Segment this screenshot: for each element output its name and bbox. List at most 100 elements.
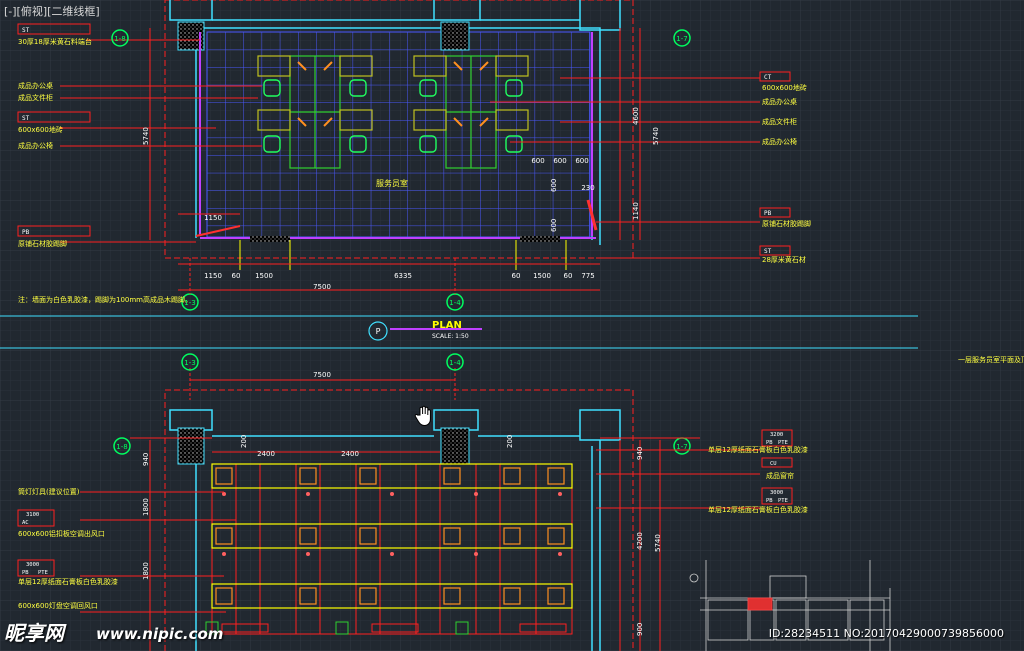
plan-title: PLAN — [432, 320, 462, 331]
ceiling-section-left: 1-8 — [116, 443, 127, 451]
dim-bottom-5: 1500 — [533, 272, 551, 280]
label-left-5: 原铺石材胶踢脚 — [18, 239, 67, 248]
label-right-0: 600x600地砖 — [762, 83, 807, 92]
dims-small-4: 600 — [550, 219, 558, 232]
floor-plan-text: 30厚18厚米黄石料端台 成品办公桌 成品文件柜 600x600地砖 成品办公椅… — [18, 37, 811, 304]
ceiling-tag-right-0: 3200 — [770, 432, 783, 438]
ceiling-dim-small-1: 200 — [506, 435, 514, 448]
floor-plan[interactable] — [17, 0, 791, 311]
ceiling-plan[interactable] — [17, 353, 793, 651]
ceiling-label-left-1: 600x600铝扣板空调出风口 — [18, 529, 105, 538]
desk-cluster-right — [413, 55, 529, 169]
viewport-controls-label[interactable]: [-][俯视][二维线框] — [4, 5, 100, 18]
dim-vertical-left: 5740 — [142, 127, 150, 145]
label-left-4: 成品办公椅 — [18, 141, 53, 150]
ceiling-tag-right-5: PB — [766, 498, 773, 504]
walls — [169, 0, 621, 245]
right-caption: 一层服务员室平面及顶面图 — [958, 355, 1024, 364]
ceiling-axis-0: 1-3 — [184, 359, 195, 367]
ceiling-dim-right-1: 4200 — [636, 532, 644, 550]
tag-left-2: PB — [22, 229, 30, 236]
floor-tiles — [206, 31, 591, 238]
ceiling-tag-left-2: 3000 — [26, 562, 39, 568]
ceiling-label-left-2: 单层12厚纸面石膏板白色乳胶漆 — [18, 577, 118, 586]
ceiling-tag-right-3: CU — [770, 461, 777, 467]
column — [177, 427, 205, 465]
dims-small-0: 600 — [531, 157, 544, 165]
dim-left-a: 1150 — [204, 214, 222, 222]
dims-small-1: 600 — [553, 157, 566, 165]
dim-bottom-3: 6335 — [394, 272, 412, 280]
plan-marker: P — [376, 327, 381, 336]
note-text: 注：墙面为白色乳胶漆，踢脚为100mm高成品木踢脚。 — [18, 295, 192, 304]
label-right-4: 原铺石材胶踢脚 — [762, 219, 811, 228]
dim-bottom-4: 60 — [512, 272, 521, 280]
label-right-2: 成品文件柜 — [762, 117, 797, 126]
ceiling-dim-top: 7500 — [313, 371, 331, 379]
axis-bottom-0: 1-3 — [184, 299, 195, 307]
watermark-id: ID:28234511 NO:20170429000739856000 — [768, 627, 1004, 640]
ceiling-dim-right-3: 900 — [636, 623, 644, 636]
label-right-5: 28厚米黄石材 — [762, 255, 806, 264]
dim-vertical-right-0: 4600 — [632, 107, 640, 125]
dimension-lines — [149, 28, 641, 291]
label-left-3: 600x600地砖 — [18, 125, 63, 134]
ceiling-dim-left-2: 1800 — [142, 562, 150, 580]
watermark-logo: 昵享网 — [4, 621, 64, 645]
ceiling-dim-grid-1: 2400 — [341, 450, 359, 458]
ceiling-tag-left-0: 3100 — [26, 512, 39, 518]
overview-map — [689, 560, 891, 651]
dim-vertical-right-2: 1140 — [632, 202, 640, 220]
ceiling-tag-left-1: AC — [22, 520, 29, 526]
column — [440, 427, 470, 465]
tag-right-2: ST — [764, 248, 772, 255]
doors — [195, 199, 598, 270]
ceiling-dim-left-1: 1800 — [142, 498, 150, 516]
ceiling-label-right-1: 成品窗帘 — [766, 471, 794, 480]
dim-vertical-right-1: 5740 — [652, 127, 660, 145]
ceiling-label-right-2: 单层12厚纸面石膏板白色乳胶漆 — [708, 505, 808, 514]
label-left-1: 成品办公桌 — [18, 81, 53, 90]
axis-bottom-1: 1-4 — [449, 299, 461, 307]
section-left-label: 1-8 — [114, 35, 125, 43]
ceiling-dim-right-2: 5740 — [654, 534, 662, 552]
ceiling-tag-left-4: PTE — [38, 570, 48, 576]
label-right-1: 成品办公桌 — [762, 97, 797, 106]
ceiling-dim-grid-0: 2400 — [257, 450, 275, 458]
label-left-0: 30厚18厚米黄石料端台 — [18, 37, 92, 46]
ceiling-tag-right-1: PB — [766, 440, 773, 446]
pan-hand-icon — [414, 405, 431, 427]
dims-small-3: 600 — [550, 179, 558, 192]
ceiling-plan-text: 1-3 1-4 1-8 1-7 7500 2400 2400 200 200 9… — [18, 359, 808, 636]
ceiling-label-left-0: 筒灯灯具(建议位置) — [18, 487, 80, 496]
section-right-label: 1-7 — [676, 35, 687, 43]
ceiling-tag-right-2: PTE — [778, 440, 788, 446]
room-label: 服务员室 — [376, 178, 408, 188]
dim-bottom-7: 775 — [581, 272, 594, 280]
watermark-url: www.nipic.com — [96, 625, 224, 643]
ceiling-label-left-3: 600x600灯盘空调回风口 — [18, 601, 98, 610]
desk-cluster-left — [257, 55, 373, 169]
tag-right-0: CT — [764, 74, 772, 81]
dim-bottom-6: 60 — [564, 272, 573, 280]
ceiling-dim-right-0: 940 — [636, 447, 644, 460]
ceiling-tag-right-6: PTE — [778, 498, 788, 504]
ceiling-section-right: 1-7 — [676, 443, 687, 451]
ceiling-label-right-0: 单层12厚纸面石膏板白色乳胶漆 — [708, 445, 808, 454]
label-left-2: 成品文件柜 — [18, 93, 53, 102]
ceiling-dim-small-0: 200 — [240, 435, 248, 448]
material-tags — [17, 23, 791, 256]
ceiling-tag-right-4: 3000 — [770, 490, 783, 496]
column — [440, 21, 470, 51]
dim-total: 7500 — [313, 283, 331, 291]
tag-left-0: ST — [22, 27, 30, 34]
dim-bottom-0: 1150 — [204, 272, 222, 280]
tag-left-1: ST — [22, 115, 30, 122]
ceiling-axis-1: 1-4 — [449, 359, 461, 367]
dims-small-2: 600 — [575, 157, 588, 165]
dim-bottom-2: 1500 — [255, 272, 273, 280]
ceiling-lights — [215, 467, 565, 605]
plan-scale: SCALE: 1:50 — [432, 333, 469, 340]
